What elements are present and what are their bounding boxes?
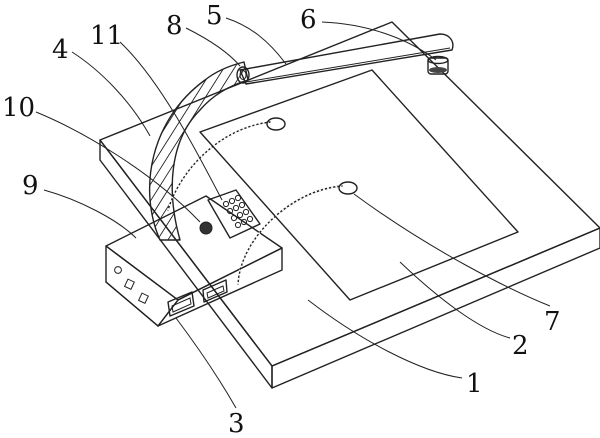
label-11: 11 [90,21,123,51]
label-2: 2 [512,331,529,361]
label-9: 9 [22,171,39,201]
usb-port-1 [167,291,195,317]
inner-panel [199,69,519,301]
reference-labels: 1 2 3 4 5 6 7 8 9 10 11 [2,1,561,438]
indicator-dot [199,221,213,235]
label-10: 10 [2,93,35,123]
label-6: 6 [300,5,317,35]
label-4: 4 [52,35,69,65]
horizontal-arm [239,33,454,85]
goose-neck-2 [237,181,358,285]
goose-neck-1 [167,117,286,211]
base-plate [99,21,600,389]
keypad [207,189,261,239]
camera-head [427,55,449,75]
leader-lines [35,17,551,409]
label-1: 1 [466,369,483,399]
side-button-1 [114,266,122,274]
keypad-keys [222,194,254,229]
arched-support [148,61,249,241]
label-8: 8 [166,11,183,41]
label-7: 7 [544,307,561,337]
label-3: 3 [228,409,245,438]
usb-port-2 [202,279,228,303]
hinge-joint [236,66,250,84]
side-button-2 [123,278,135,290]
control-box [105,189,283,327]
side-button-3 [137,292,149,304]
label-5: 5 [206,1,223,31]
